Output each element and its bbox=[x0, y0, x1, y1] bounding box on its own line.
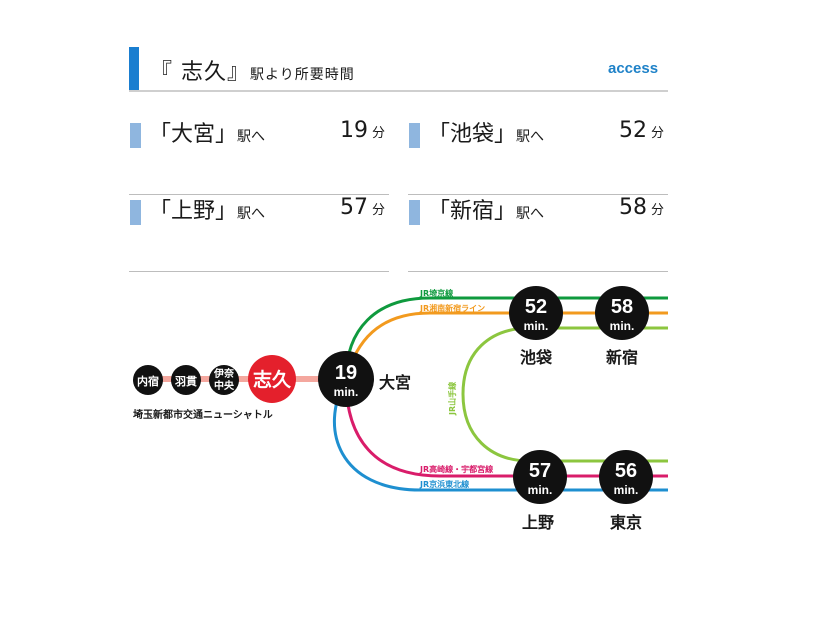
card-minutes-unit: 分 bbox=[371, 203, 385, 218]
stop-omiya bbox=[318, 351, 374, 407]
ikebukuro-minutes-unit: min. bbox=[524, 319, 549, 333]
shinjuku-name: 新宿 bbox=[606, 348, 638, 367]
shonan-line-label: JR湘南新宿ライン bbox=[419, 303, 485, 313]
ikebukuro-minutes: 52 bbox=[525, 296, 547, 318]
card-marker bbox=[409, 123, 420, 148]
tokyo-minutes-unit: min. bbox=[614, 483, 639, 497]
shinjuku-minutes: 58 bbox=[611, 296, 633, 318]
ueno-minutes-unit: min. bbox=[528, 483, 553, 497]
card-minutes-unit: 分 bbox=[650, 203, 664, 218]
card-marker bbox=[130, 123, 141, 148]
card-station-suffix: 駅へ bbox=[237, 129, 266, 145]
shinjuku-minutes-unit: min. bbox=[610, 319, 635, 333]
title-subtitle: 駅より所要時間 bbox=[250, 67, 355, 83]
card-minutes-value: 58 bbox=[618, 195, 647, 220]
header-accent-bar bbox=[129, 47, 139, 90]
omiya-name: 大宮 bbox=[379, 373, 411, 392]
stop-uchijuku-label: 内宿 bbox=[137, 374, 159, 388]
card-station: 「大宮」駅へ bbox=[149, 116, 265, 148]
card-minutes-unit: 分 bbox=[371, 126, 385, 141]
stop-inachuo bbox=[209, 365, 239, 395]
newshuttle-line-name: 埼玉新都市交通ニューシャトル bbox=[133, 408, 273, 421]
keihin-line-label: JR京浜東北線 bbox=[419, 479, 469, 489]
card-marker bbox=[409, 200, 420, 225]
stop-inachuo-label-bottom: 中央 bbox=[214, 379, 235, 392]
card-station-name: 「池袋」 bbox=[428, 122, 517, 147]
ikebukuro-name: 池袋 bbox=[520, 348, 553, 367]
card-station: 「池袋」駅へ bbox=[428, 116, 544, 148]
card-minutes-value: 52 bbox=[618, 118, 647, 143]
card-minutes-value: 19 bbox=[339, 118, 368, 143]
yamanote-line-label: JR山手線 bbox=[447, 382, 457, 416]
page-title: 『 志久』駅より所要時間 bbox=[150, 54, 355, 86]
takasaki-line-label: JR高崎線・宇都宮線 bbox=[419, 464, 493, 474]
card-station-suffix: 駅へ bbox=[237, 206, 266, 222]
omiya-minutes-unit: min. bbox=[334, 385, 359, 399]
card-station-name: 「上野」 bbox=[149, 199, 238, 224]
stop-shiku-label: 志久 bbox=[253, 368, 292, 391]
card-station-suffix: 駅へ bbox=[516, 129, 545, 145]
stop-inachuo-label-top: 伊奈 bbox=[213, 367, 235, 380]
ueno-minutes: 57 bbox=[529, 460, 551, 482]
stop-shinjuku bbox=[595, 286, 649, 340]
stop-tokyo bbox=[599, 450, 653, 504]
header-divider bbox=[129, 90, 668, 92]
card-marker bbox=[130, 200, 141, 225]
stop-ikebukuro bbox=[509, 286, 563, 340]
card-station-name: 「大宮」 bbox=[149, 122, 238, 147]
stop-shiku bbox=[248, 355, 296, 403]
stop-uchijuku bbox=[133, 365, 163, 395]
title-station: 『 志久』 bbox=[150, 60, 250, 85]
card-station: 「上野」駅へ bbox=[149, 193, 265, 225]
card-minutes-value: 57 bbox=[339, 195, 368, 220]
tokyo-name: 東京 bbox=[610, 513, 642, 532]
card-station-suffix: 駅へ bbox=[516, 206, 545, 222]
access-label: access bbox=[608, 60, 659, 77]
tokyo-minutes: 56 bbox=[615, 460, 637, 482]
yamanote-line bbox=[461, 326, 668, 463]
card-minutes-unit: 分 bbox=[650, 126, 664, 141]
stop-ueno bbox=[513, 450, 567, 504]
stop-hanuki-label: 羽貫 bbox=[175, 375, 197, 388]
stop-hanuki bbox=[171, 365, 201, 395]
card-station-name: 「新宿」 bbox=[428, 199, 517, 224]
ueno-name: 上野 bbox=[522, 513, 554, 532]
card-station: 「新宿」駅へ bbox=[428, 193, 544, 225]
saikyo-line-label: JR埼京線 bbox=[419, 288, 453, 298]
omiya-minutes: 19 bbox=[335, 362, 357, 384]
